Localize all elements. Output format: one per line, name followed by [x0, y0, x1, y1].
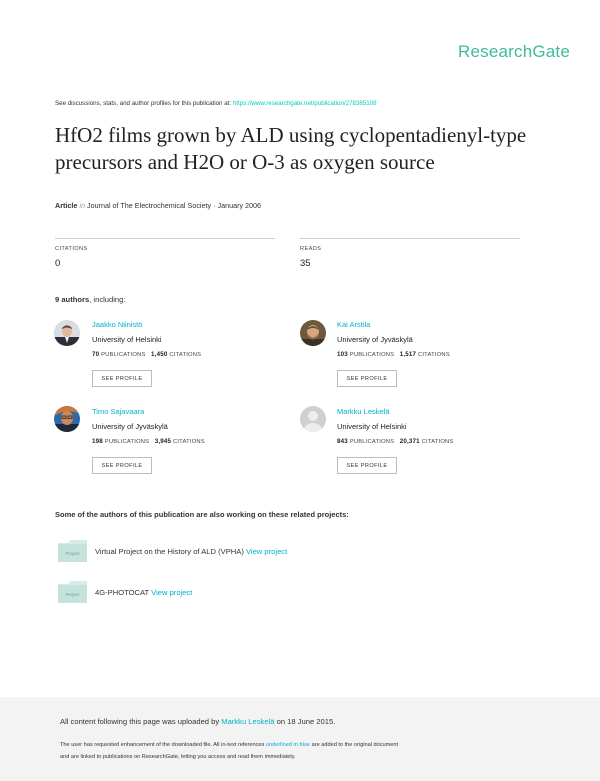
- citations-label: CITATIONS: [417, 352, 450, 358]
- authors-suffix: , including:: [89, 295, 126, 304]
- project-item: Virtual Project on the History of ALD (V…: [95, 547, 287, 556]
- note-line-2: and are linked to publications on Resear…: [60, 754, 296, 760]
- see-profile-button[interactable]: SEE PROFILE: [337, 457, 397, 474]
- article-in: in: [79, 201, 85, 210]
- publication-title: HfO2 films grown by ALD using cyclopenta…: [55, 123, 527, 174]
- article-type: Article: [55, 201, 78, 210]
- underlined-link[interactable]: underlined in blue: [265, 742, 311, 748]
- citations-divider: [55, 238, 275, 239]
- authors-count: 9 authors: [55, 295, 90, 304]
- see-profile-button[interactable]: SEE PROFILE: [92, 370, 152, 387]
- upload-date: on 18 June 2015.: [276, 717, 336, 726]
- see-profile-button[interactable]: SEE PROFILE: [92, 457, 152, 474]
- view-project-link[interactable]: View project: [151, 588, 193, 597]
- author-name[interactable]: Kai Arstila: [337, 320, 371, 329]
- avatar[interactable]: [54, 320, 80, 346]
- projects-heading: Some of the authors of this publication …: [55, 510, 349, 519]
- citations-label: CITATIONS: [169, 352, 202, 358]
- note-line-1: The user has requested enhancement of th…: [60, 739, 398, 751]
- author-affiliation: University of Helsinki: [92, 335, 162, 344]
- citations-label: CITATIONS: [55, 246, 88, 252]
- project-name: Virtual Project on the History of ALD (V…: [95, 547, 244, 556]
- avatar[interactable]: [54, 406, 80, 432]
- project-folder-icon: Project: [58, 540, 87, 562]
- discussion-line: See discussions, stats, and author profi…: [55, 100, 377, 107]
- reads-value: 35: [300, 258, 311, 269]
- author-stats: 70 PUBLICATIONS 1,450 CITATIONS: [92, 351, 201, 358]
- view-project-link[interactable]: View project: [245, 547, 288, 556]
- upload-line: All content following this page was uplo…: [60, 717, 335, 726]
- citations-value: 0: [55, 258, 61, 269]
- project-icon-label: Project: [65, 592, 80, 597]
- publications-label: PUBLICATIONS: [349, 439, 395, 445]
- see-profile-button[interactable]: SEE PROFILE: [337, 370, 397, 387]
- authors-heading: 9 authors, including:: [55, 295, 126, 304]
- footer-panel: [0, 697, 600, 781]
- publication-count: 198: [92, 438, 103, 445]
- author-affiliation: University of Jyväskylä: [337, 335, 413, 344]
- note-text: The user has requested enhancement of th…: [60, 742, 265, 748]
- journal-name[interactable]: Journal of The Electrochemical Society ·…: [86, 201, 262, 210]
- citations-label: CITATIONS: [421, 439, 454, 445]
- citation-count: 20,371: [399, 438, 420, 445]
- citation-count: 3,945: [154, 438, 172, 445]
- author-name[interactable]: Markku Leskelä: [337, 407, 390, 416]
- citation-count: 1,450: [151, 351, 168, 358]
- author-affiliation: University of Jyväskylä: [92, 422, 168, 431]
- publication-count: 843: [337, 438, 348, 445]
- author-stats: 103 PUBLICATIONS 1,517 CITATIONS: [337, 351, 450, 358]
- citations-label: CITATIONS: [172, 439, 205, 445]
- discussion-text: See discussions, stats, and author profi…: [55, 100, 232, 107]
- article-meta: Article in Journal of The Electrochemica…: [55, 201, 261, 210]
- publications-label: PUBLICATIONS: [101, 352, 146, 358]
- author-name[interactable]: Timo Sajavaara: [92, 407, 145, 416]
- author-stats: 198 PUBLICATIONS 3,945 CITATIONS: [92, 438, 205, 445]
- upload-text: All content following this page was uplo…: [60, 717, 220, 726]
- citation-count: 1,517: [399, 351, 417, 358]
- reads-label: READS: [300, 246, 322, 252]
- author-name[interactable]: Jaakko Niinistö: [92, 320, 143, 329]
- note-text-end: are added to the original document: [311, 742, 399, 748]
- project-item: 4G-PHOTOCAT View project: [95, 588, 192, 597]
- reads-divider: [300, 238, 520, 239]
- enhancement-note: The user has requested enhancement of th…: [60, 739, 398, 763]
- author-stats: 843 PUBLICATIONS 20,371 CITATIONS: [337, 438, 454, 445]
- placeholder-avatar-icon: [300, 406, 326, 432]
- author-affiliation: University of Helsinki: [337, 422, 407, 431]
- avatar[interactable]: [300, 406, 326, 432]
- photo-man-suit-icon: [54, 320, 80, 346]
- project-icon-label: Project: [65, 551, 80, 556]
- photo-man-glasses-icon: [54, 406, 80, 432]
- publication-count: 70: [92, 351, 100, 358]
- publications-label: PUBLICATIONS: [349, 352, 395, 358]
- publications-label: PUBLICATIONS: [104, 439, 150, 445]
- uploader-link[interactable]: Markku Leskelä: [221, 717, 275, 726]
- publication-count: 103: [337, 351, 348, 358]
- photo-man-beard-icon: [300, 320, 326, 346]
- project-folder-icon: Project: [58, 581, 87, 603]
- project-name: 4G-PHOTOCAT: [95, 588, 150, 597]
- researchgate-logo[interactable]: ResearchGate: [458, 42, 571, 61]
- avatar[interactable]: [300, 320, 326, 346]
- publication-link[interactable]: https://www.researchgate.net/publication…: [232, 100, 377, 107]
